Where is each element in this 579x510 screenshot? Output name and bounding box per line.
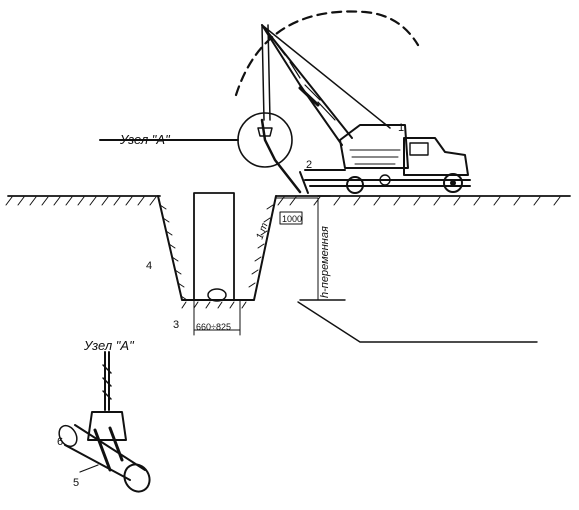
label-num-4: 4 [146, 260, 152, 272]
label-num-2: 2 [306, 159, 312, 171]
node-a-circle [99, 112, 302, 194]
label-num-6: 6 [57, 436, 63, 448]
label-node-a-main: Узел "А" [119, 132, 171, 147]
label-dim-width: 660÷825 [196, 322, 231, 332]
node-a-detail [58, 351, 151, 493]
label-h-variable: h-переменная [319, 226, 331, 298]
trench [157, 195, 277, 309]
label-num-1: 1 [398, 122, 404, 134]
dim-1000-group [275, 197, 319, 301]
depth-indicator [297, 195, 538, 343]
well-element [193, 192, 235, 302]
crane-truck [299, 124, 471, 194]
ground-surface [5, 195, 571, 206]
crane-boom [261, 24, 391, 146]
label-num-5: 5 [73, 477, 79, 489]
label-node-a-detail: Узел "А" [83, 338, 135, 353]
label-dim-1000: 1000 [282, 214, 302, 224]
width-dimension [193, 299, 241, 336]
label-dim-1m: 1 m [254, 222, 270, 241]
label-num-3: 3 [173, 319, 179, 331]
